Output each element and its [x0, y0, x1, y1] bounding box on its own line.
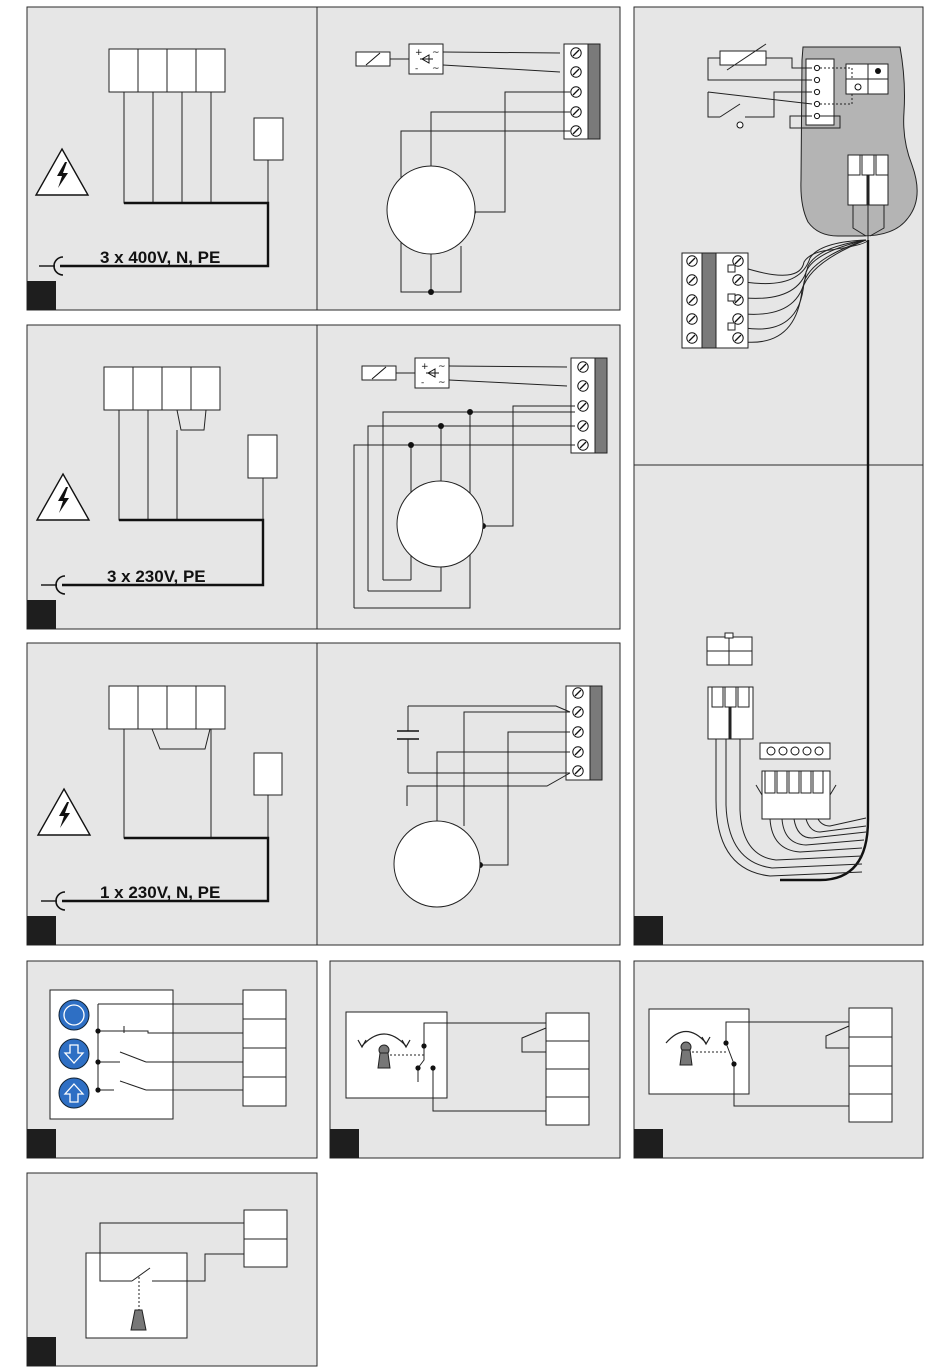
key-switch-1-box — [346, 1012, 447, 1098]
panel-c: 1 x 230V, N, PE — [27, 643, 620, 945]
panel-key-switch-2 — [634, 961, 923, 1158]
control-panel-tag — [634, 916, 663, 945]
panel-b: 3 x 230V, PE — [27, 325, 620, 629]
panel-control-unit — [634, 7, 923, 945]
brake-rectifier-icon — [409, 44, 443, 74]
panel-b-motor-terminal-strip — [571, 358, 607, 453]
panel-a-supply-label: 3 x 400V, N, PE — [100, 248, 220, 267]
panel-b-tag — [27, 600, 56, 629]
motor-icon — [397, 481, 483, 567]
down-arrow-button-icon — [59, 1039, 89, 1069]
pushbutton-terminal-block — [243, 990, 286, 1106]
brake-coil-icon — [356, 52, 390, 66]
brake-coil-icon — [362, 366, 396, 380]
panel-c-pe-terminal — [254, 753, 282, 795]
key-switch-1-tag — [330, 1129, 359, 1158]
panel-a-tag — [27, 281, 56, 310]
multi-pin-plug-icon — [756, 743, 836, 819]
panel-a-pe-terminal — [254, 118, 283, 160]
key-switch-2-terminal-block — [849, 1008, 892, 1122]
panel-c-motor-terminal-strip — [566, 686, 602, 780]
up-arrow-button-icon — [59, 1078, 89, 1108]
key-switch-1-terminal-block — [546, 1013, 589, 1125]
panel-key-switch-1 — [330, 961, 620, 1158]
pull-cord-panel-tag — [27, 1337, 56, 1366]
brake-rectifier-icon — [415, 358, 449, 388]
stop-button-icon — [59, 1000, 89, 1030]
motor-icon — [394, 821, 480, 907]
motor-icon — [387, 166, 475, 254]
key-switch-2-tag — [634, 1129, 663, 1158]
connector-plug-icon — [708, 687, 753, 739]
pull-cord-switch-terminal-block — [244, 1210, 287, 1267]
pushbutton-panel-tag — [27, 1129, 56, 1158]
control-terminal-strip — [682, 253, 748, 348]
panel-a: 3 x 400V, N, PE — [27, 7, 620, 310]
panel-c-supply-label: 1 x 230V, N, PE — [100, 883, 220, 902]
panel-b-pe-terminal — [248, 435, 277, 478]
panel-pushbuttons — [27, 961, 317, 1158]
panel-c-tag — [27, 916, 56, 945]
panel-a-mains-terminal-block — [109, 49, 225, 92]
connector-socket-icon — [707, 633, 752, 665]
panel-b-supply-label: 3 x 230V, PE — [107, 567, 206, 586]
panel-pull-cord-switch — [27, 1173, 317, 1366]
control-unit-connector — [848, 155, 888, 205]
